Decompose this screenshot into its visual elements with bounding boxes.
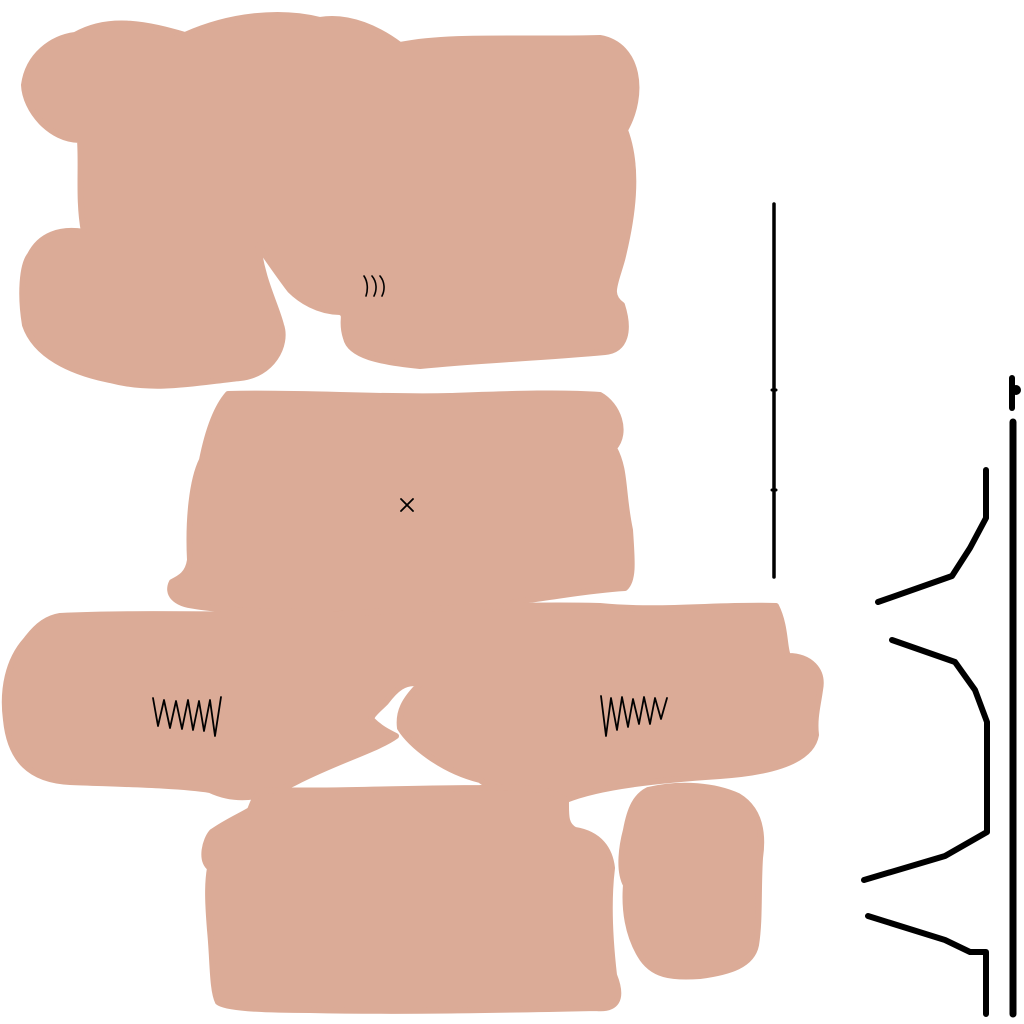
x-mark — [400, 498, 414, 512]
bracket-middle-segment — [861, 637, 990, 883]
zigzag-left-mark — [152, 696, 222, 737]
skin-region-arms — [1, 602, 824, 806]
skin-region-bottom — [201, 784, 622, 1014]
skin-region-small — [618, 782, 765, 980]
vertical-line-tick — [770, 388, 778, 492]
skin-region-middle — [167, 390, 635, 618]
skin-region-top — [19, 12, 640, 389]
zigzag-right-mark — [600, 695, 668, 737]
bracket-top-segment — [875, 467, 989, 605]
bracket-bottom-segment — [865, 913, 989, 1017]
right-line-dot — [1011, 385, 1021, 395]
small-arcs-mark — [363, 275, 385, 297]
